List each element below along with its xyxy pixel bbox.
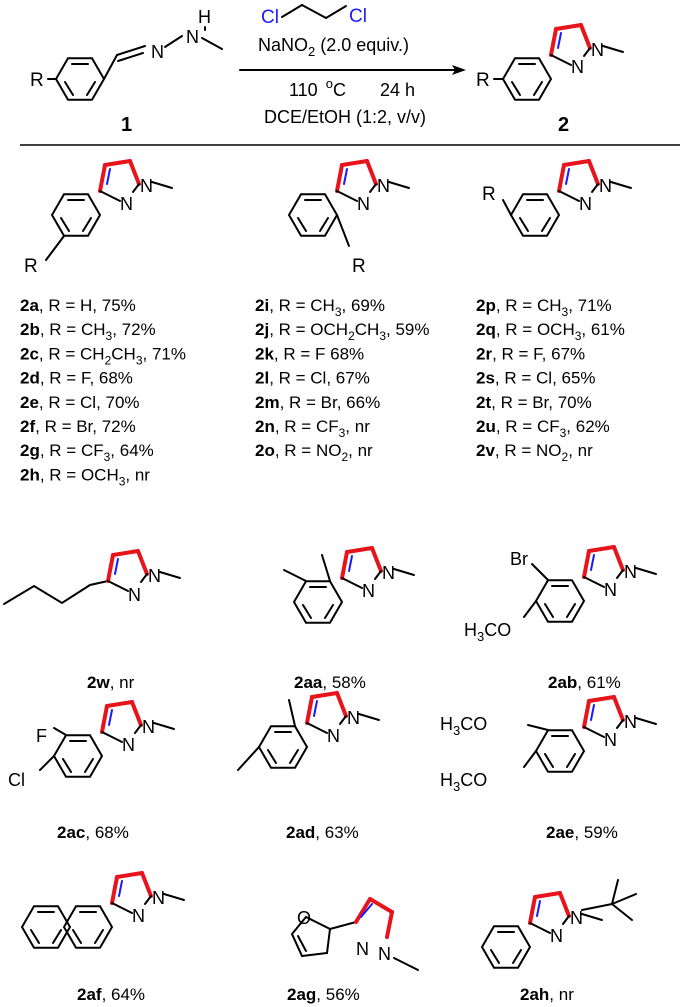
entry-2a: 2a, R = H, 75% (20, 296, 136, 315)
substituent-och3: H3CO (464, 620, 511, 644)
substituent-cl: Cl (8, 770, 25, 790)
label-2ae: 2ae, 59% (546, 823, 618, 842)
entry-2k: 2k, R = F 68% (255, 344, 364, 363)
atom-n: N (378, 944, 391, 964)
atom-o: O (297, 908, 311, 928)
atom-n: N (357, 194, 370, 214)
nano2-label: NaNO2 (2.0 equiv.) (258, 35, 409, 59)
compound-2ae: N N H3CO H3CO 2ae, 59% (440, 695, 658, 842)
atom-n: N (120, 194, 133, 214)
entry-2n: 2n, R = CF3, nr (255, 417, 370, 440)
atom-n: N (382, 563, 395, 583)
atom-n1: N (151, 42, 164, 62)
entry-2j: 2j, R = OCH2CH3, 59% (255, 320, 429, 343)
entry-2h: 2h, R = OCH3, nr (20, 465, 150, 488)
label-2ag: 2ag, 56% (287, 985, 360, 1004)
scaffold-para: N N R (24, 159, 174, 277)
entry-2r: 2r, R = F, 67% (476, 344, 585, 363)
reaction-time: 24 h (380, 80, 415, 100)
scaffold-meta: N N R (482, 159, 633, 237)
entry-2q: 2q, R = OCH3, 61% (476, 320, 625, 343)
compound-2af: N N 2af, 64% (21, 871, 186, 1004)
scaffold-r: R (352, 256, 366, 277)
atom-n: N (550, 926, 563, 946)
atom-n: N (347, 708, 360, 728)
atom-n: N (128, 585, 141, 605)
substituent-lists: 2a, R = H, 75% 2b, R = CH3, 72%2c, R = CH… (20, 296, 625, 488)
atom-n: N (122, 735, 135, 755)
scaffold-r: R (24, 256, 38, 277)
entry-2l: 2l, R = Cl, 67% (255, 369, 370, 388)
compound-2ag: O N N 2ag, 56% (287, 897, 419, 1004)
scaffold-r: R (482, 184, 496, 205)
reagent-cl-left: Cl (261, 7, 279, 28)
product-2: N N R 2 (476, 23, 625, 136)
compound-2ac: N N F Cl 2ac, 68% (8, 700, 176, 842)
atom-n: N (140, 176, 153, 196)
substituent-och3-a: H3CO (440, 714, 487, 738)
r-group-product: R (476, 70, 490, 91)
label-2ad: 2ad, 63% (286, 823, 359, 842)
entry-2i: 2i, R = CH3, 69% (255, 296, 385, 319)
compound-2aa: N N 2aa, 58% (283, 546, 416, 692)
compound-2ad: N N 2ad, 63% (237, 691, 381, 842)
substituent-f: F (36, 726, 47, 746)
entry-2v: 2v, R = NO2, nr (476, 441, 593, 464)
atom-n: N (356, 939, 369, 959)
entry-2f: 2f, R = Br, 72% (20, 417, 136, 436)
entry-2g: 2g, R = CF3, 64% (20, 441, 154, 464)
entry-2m: 2m, R = Br, 66% (255, 393, 380, 412)
reagent-cl-right: Cl (349, 6, 367, 27)
compound-label-2: 2 (558, 114, 569, 136)
r-group-start: R (30, 70, 44, 91)
atom-n: N (327, 726, 340, 746)
compound-label-1: 1 (121, 114, 132, 136)
atom-n-prod-b: N (571, 57, 584, 77)
atom-n: N (377, 176, 390, 196)
solvent: DCE/EtOH (1:2, v/v) (264, 107, 426, 127)
atom-n: N (624, 562, 637, 582)
starting-material-1: N N H R 1 (30, 7, 223, 136)
atom-n: N (362, 581, 375, 601)
atom-n: N (604, 580, 617, 600)
entry-2o: 2o, R = NO2, nr (255, 441, 373, 464)
atom-n: N (579, 194, 592, 214)
substituent-br: Br (510, 549, 528, 569)
label-2w: 2w, nr (87, 673, 135, 692)
atom-h: H (198, 7, 211, 27)
atom-n: N (152, 888, 165, 908)
label-2aa: 2aa, 58% (294, 673, 366, 692)
atom-n: N (148, 566, 161, 586)
entry-2u: 2u, R = CF3, 62% (476, 417, 610, 440)
atom-n2: N (186, 27, 199, 47)
atom-n: N (604, 730, 617, 750)
entry-2c: 2c, R = CH2CH3, 71% (20, 344, 186, 367)
atom-n: N (570, 908, 583, 928)
label-2ah: 2ah, nr (520, 985, 574, 1004)
label-2ab: 2ab, 61% (548, 673, 621, 692)
label-2ac: 2ac, 68% (57, 823, 129, 842)
entry-2d: 2d, R = F, 68% (20, 369, 133, 388)
entry-2e: 2e, R = Cl, 70% (20, 393, 140, 412)
entry-2s: 2s, R = Cl, 65% (476, 369, 596, 388)
substituent-och3-b: H3CO (440, 770, 487, 794)
entry-2p: 2p, R = CH3, 71% (476, 296, 612, 319)
atom-n: N (142, 717, 155, 737)
atom-n: N (132, 906, 145, 926)
label-2af: 2af, 64% (77, 985, 145, 1004)
atom-n: N (624, 712, 637, 732)
compound-2ab: N N Br H3CO 2ab, 61% (464, 545, 658, 692)
entry-2t: 2t, R = Br, 70% (476, 393, 592, 412)
entry-2b: 2b, R = CH3, 72% (20, 320, 156, 343)
scaffold-ortho: N N R (288, 159, 411, 277)
atom-n: N (599, 176, 612, 196)
compound-2ah: N N 2ah, nr (481, 879, 637, 1004)
compound-2w: N N 2w, nr (3, 549, 182, 692)
atom-n-prod-a: N (591, 40, 604, 60)
